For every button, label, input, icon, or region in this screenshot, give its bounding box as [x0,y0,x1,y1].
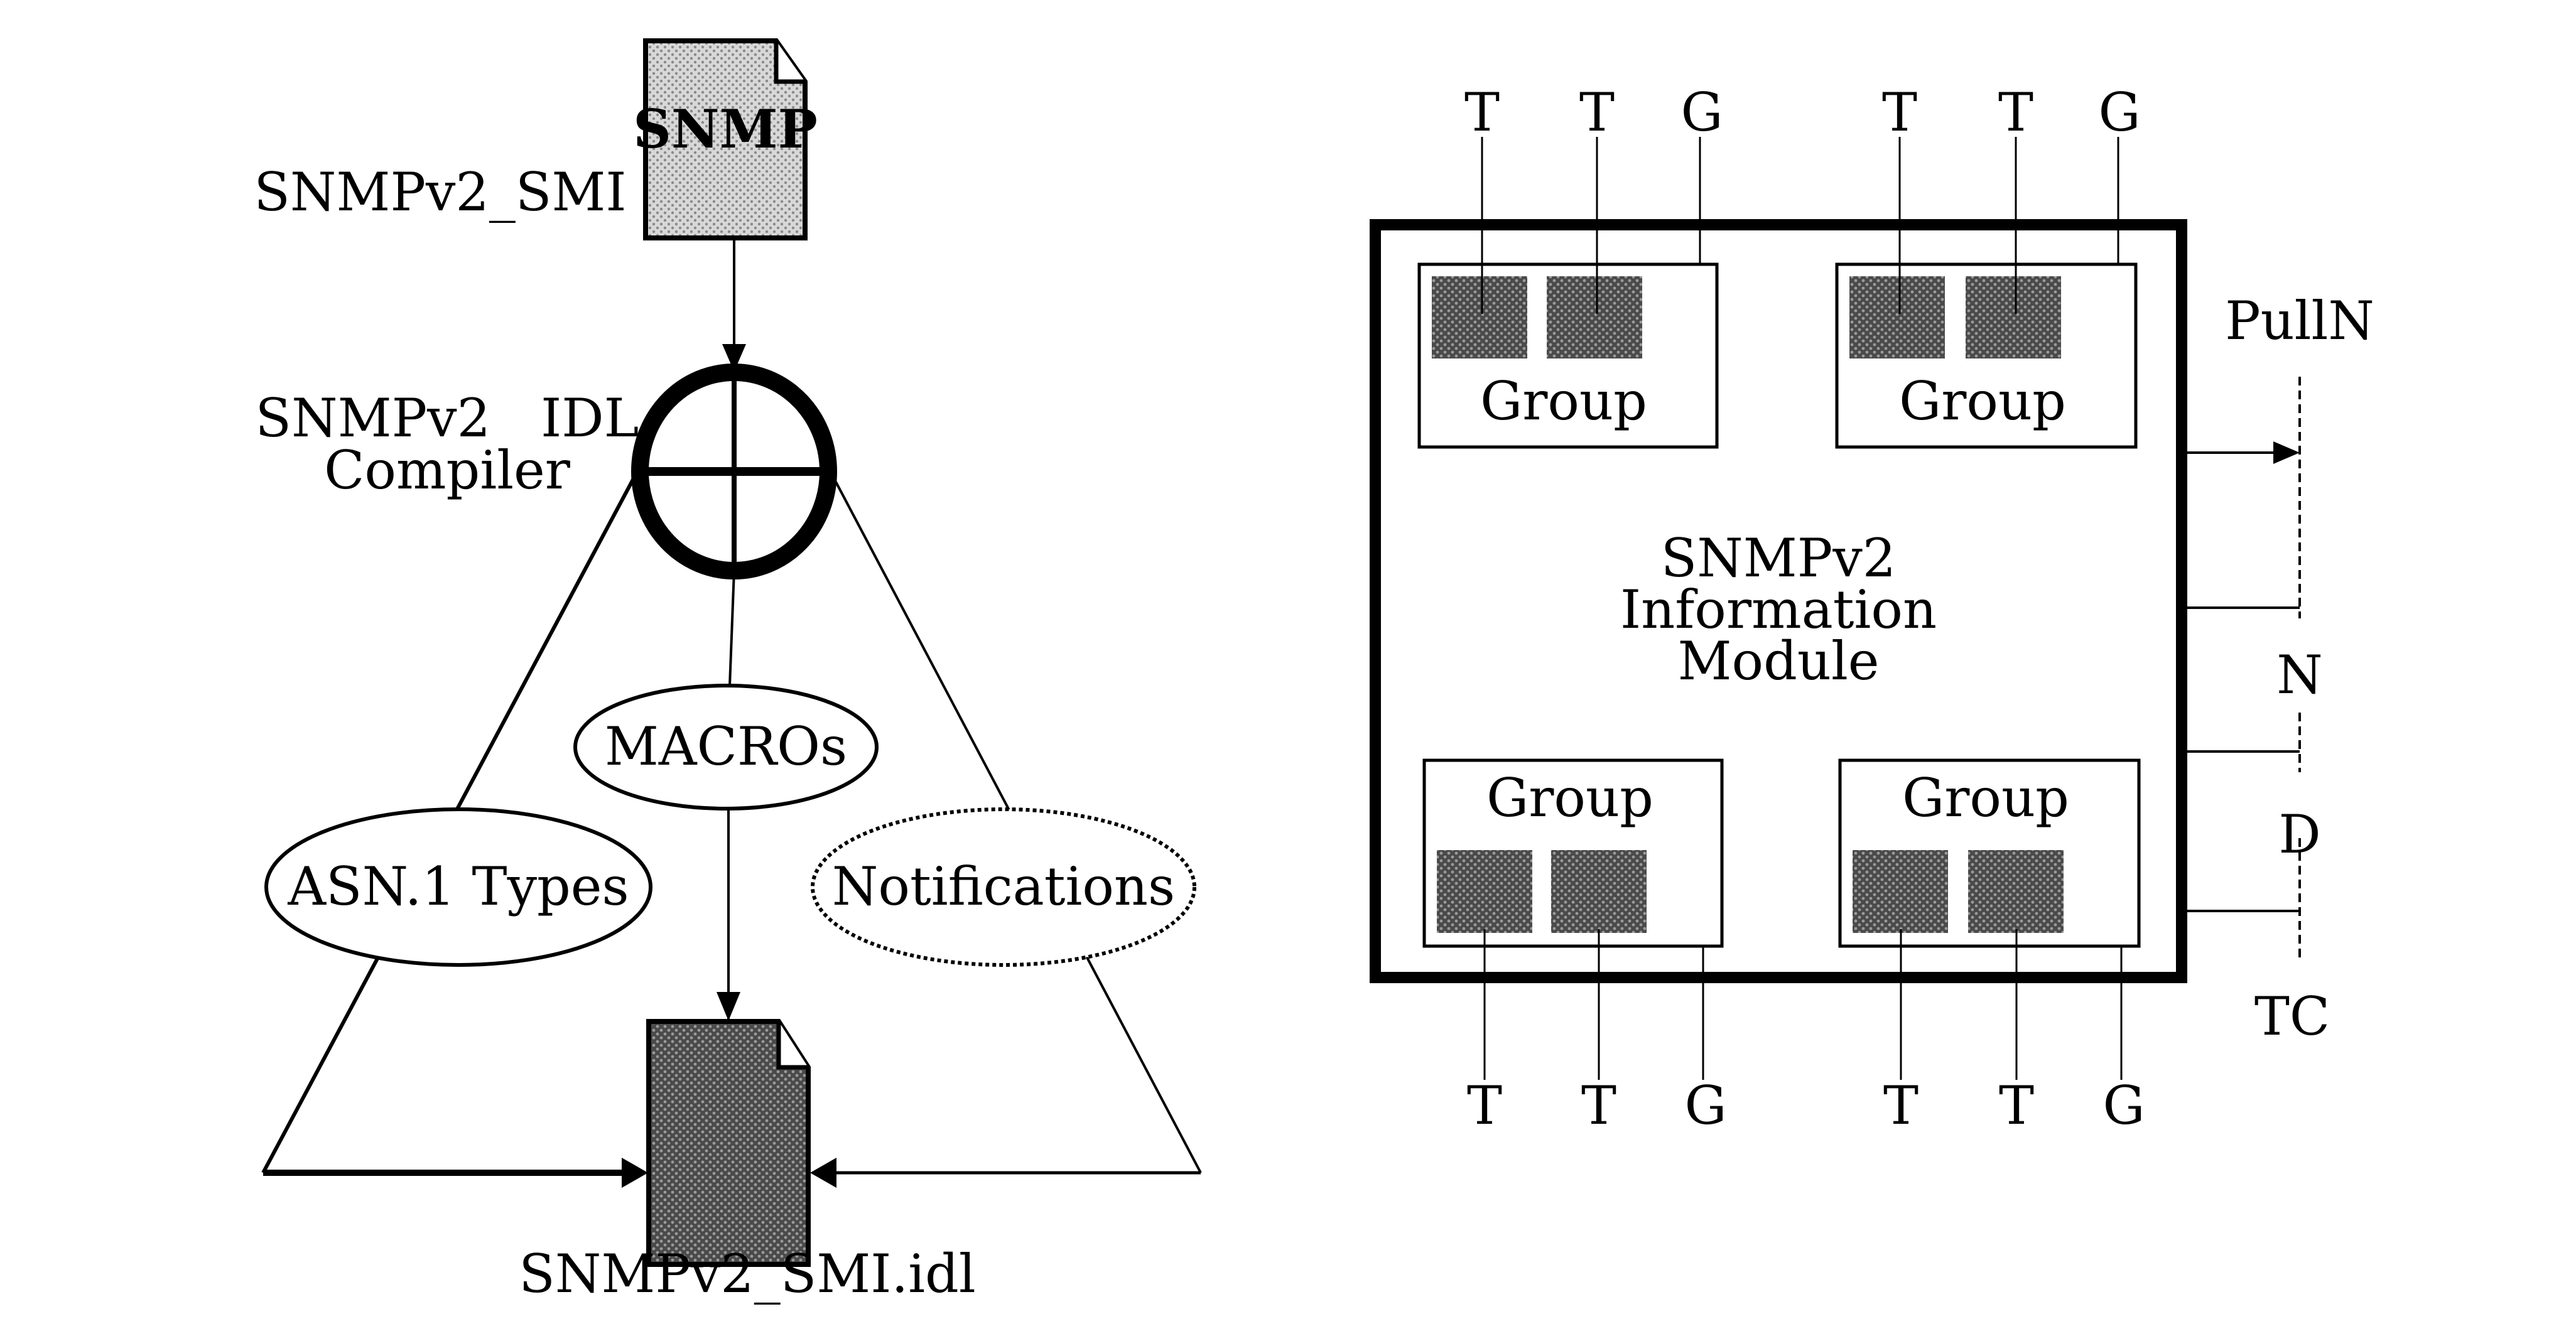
group-label: Group [1902,767,2069,829]
module-label-line3: Module [1677,630,1879,692]
side-label-d: D [2278,804,2320,865]
compiler-label-line2: Compiler [324,439,571,501]
table-block [1551,850,1647,933]
macros-node [573,684,879,811]
group-box: Group T T G [1422,758,1727,1136]
side-label-pulln: PullN [2225,290,2374,352]
source-file-label: SNMPv2_SMI [254,161,626,223]
arrow-head-icon [2273,441,2300,464]
asn-types-label: ASN.1 Types [287,856,629,917]
pin-label: T [1999,1075,2034,1136]
compiler-label-line1: SNMPv2 IDL [256,387,639,449]
source-file-text: SNMP [633,98,818,160]
left-diagram: SNMP SNMPv2_SMI SNMPv2 IDL Compiler MACR… [254,38,1202,1305]
notifications-node [811,807,1196,967]
table-block [1432,276,1527,358]
output-file-label: SNMPv2_SMI.idl [519,1243,975,1305]
asn-types-node [264,807,652,967]
pin-label: T [1581,1075,1616,1136]
compiler-icon [631,364,837,579]
arrow-head-icon [622,1158,648,1188]
table-block [1849,276,1945,358]
table-block [1968,850,2064,933]
notifications-label: Notifications [832,856,1175,917]
arrow-head-icon [722,344,746,372]
pin-label: T [1998,82,2033,143]
group-box: Group T T G [1417,82,1723,449]
pin-label: G [1684,1075,1726,1136]
pin-label: T [1467,1075,1502,1136]
group-box: Group T T G [1835,82,2141,449]
module-label-line2: Information [1620,579,1937,640]
pin-label: G [1680,82,1723,143]
output-file-icon [646,1019,811,1267]
side-label-tc: TC [2254,986,2330,1047]
pin-label: T [1579,82,1615,143]
table-block [1966,276,2061,358]
pin-label: G [2098,82,2140,143]
side-interface: PullN N D TC [2187,290,2374,1047]
pin-label: T [1882,82,1917,143]
source-file-icon: SNMP [633,38,818,240]
arrow-head-icon [717,992,740,1021]
arrow-head-icon [810,1158,836,1188]
pin-label: T [1464,82,1500,143]
pin-label: G [2102,1075,2145,1136]
right-diagram: SNMPv2 Information Module Group T T G Gr… [1370,82,2374,1136]
compiler-to-macros-line [728,570,735,686]
group-label: Group [1486,767,1653,829]
group-box: Group T T G [1838,758,2145,1136]
table-block [1853,850,1948,933]
group-label: Group [1899,370,2066,432]
table-block [1547,276,1642,358]
side-label-n: N [2276,644,2323,706]
pin-label: T [1883,1075,1918,1136]
macros-label: MACROs [605,716,847,777]
group-label: Group [1480,370,1647,432]
table-block [1437,850,1532,933]
module-label-line1: SNMPv2 [1661,527,1896,589]
